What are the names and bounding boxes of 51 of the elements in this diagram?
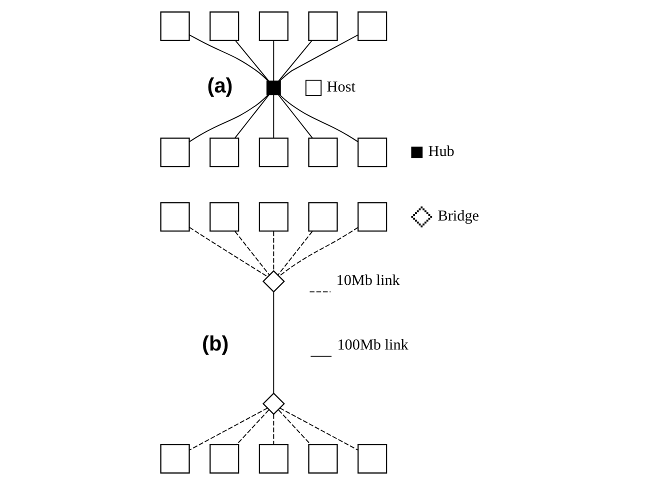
connector [278, 34, 359, 82]
legend-label: 100Mb link [337, 336, 408, 354]
connector [273, 414, 274, 445]
node-box [160, 202, 190, 232]
node-box [210, 202, 240, 232]
node-diamond [262, 392, 285, 415]
node-box [308, 11, 338, 42]
legend-label: 10Mb link [336, 272, 400, 289]
legend-label: Hub [428, 142, 454, 160]
node-box [266, 80, 281, 96]
connector [278, 40, 312, 82]
node-diamond [262, 270, 285, 293]
connector [278, 226, 359, 276]
node-box [308, 444, 338, 474]
node-box [358, 138, 388, 168]
connector [279, 408, 358, 450]
connector [273, 40, 274, 82]
connector [235, 40, 270, 82]
connector [273, 230, 274, 272]
label: (b) [202, 332, 229, 356]
legend-label: Host [326, 78, 356, 96]
node-box [160, 444, 190, 474]
node-box [258, 202, 288, 232]
connector [278, 410, 312, 445]
node-box [308, 202, 338, 232]
node-box [210, 444, 240, 474]
connector [278, 94, 313, 139]
connector [188, 226, 268, 278]
connector [278, 94, 358, 142]
node-box [210, 138, 240, 168]
node-box [358, 11, 388, 42]
node-box [160, 138, 190, 168]
node-box [358, 444, 388, 474]
node-box [258, 11, 288, 42]
node-box [258, 444, 288, 474]
connector [277, 230, 313, 276]
connector [234, 94, 270, 139]
connector [234, 230, 270, 276]
connector [189, 94, 269, 142]
connector [273, 292, 274, 394]
connector [273, 94, 274, 139]
node-box [358, 202, 388, 232]
node-box [308, 138, 338, 168]
legend-label: Bridge [438, 207, 480, 224]
connector [189, 408, 268, 450]
connector [188, 34, 269, 82]
node-box [210, 11, 240, 42]
node-box [258, 138, 288, 168]
connector [236, 410, 270, 445]
node-box [160, 11, 190, 42]
label: (a) [207, 74, 233, 98]
